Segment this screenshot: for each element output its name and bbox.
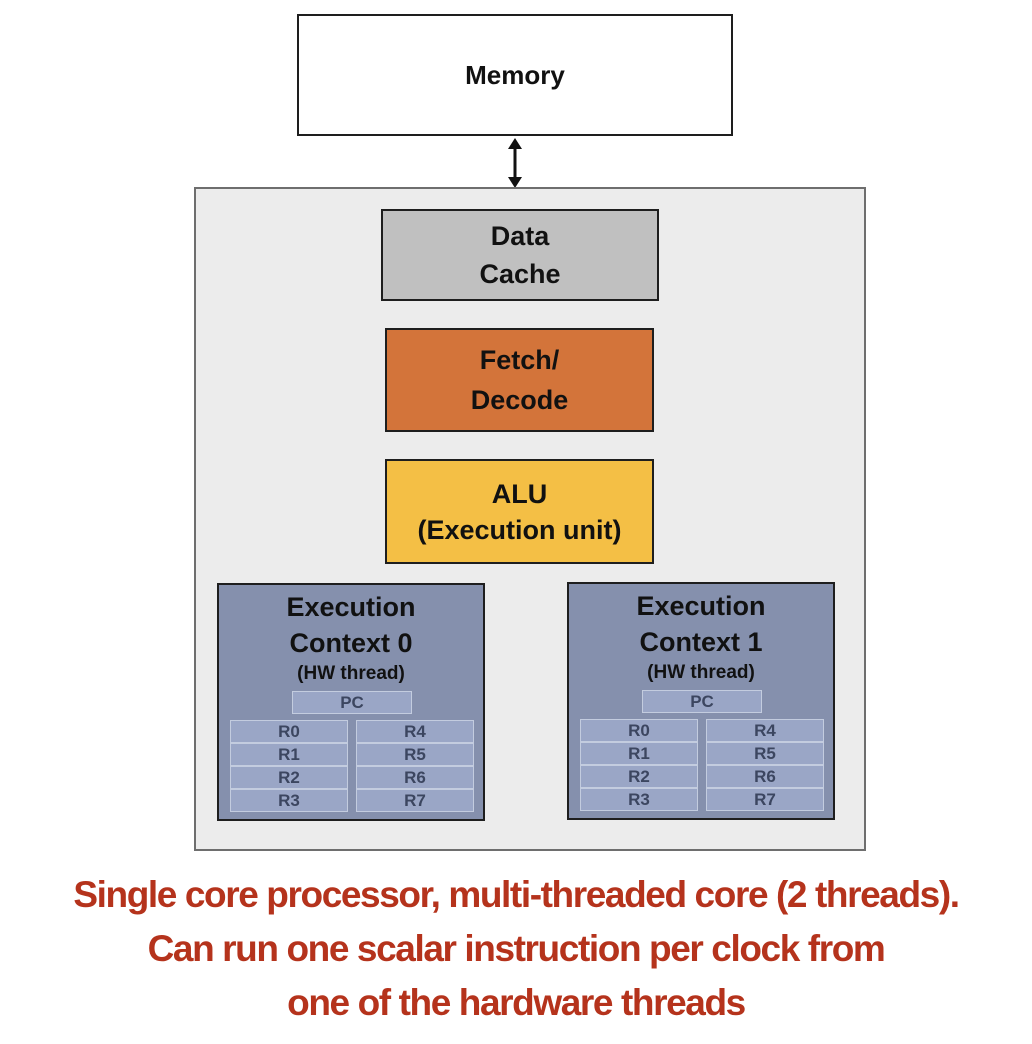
context-1-register-r6: R6 <box>706 765 824 788</box>
context-1-register-r1: R1 <box>580 742 698 765</box>
data-cache-label-2: Cache <box>479 259 561 289</box>
context-1-subtitle: (HW thread) <box>647 662 755 683</box>
fetch-decode-box: Fetch/ Decode <box>385 328 654 432</box>
execution-context-1: Execution Context 1 (HW thread) PC R0 R1… <box>567 582 835 820</box>
data-cache-label-1: Data <box>490 221 550 251</box>
context-1-register-r3: R3 <box>580 788 698 811</box>
context-0-register-r5: R5 <box>356 743 474 766</box>
alu-label-2: (Execution unit) <box>417 514 622 545</box>
context-0-register-r4: R4 <box>356 720 474 743</box>
caption: Single core processor, multi-threaded co… <box>0 868 1032 1030</box>
context-1-title-2: Context 1 <box>639 627 763 657</box>
memory-label: Memory <box>465 59 565 90</box>
data-cache-box: Data Cache <box>381 209 659 301</box>
context-0-pc-register: PC <box>292 691 412 714</box>
memory-core-arrow <box>508 138 522 188</box>
context-1-pc-register: PC <box>642 690 762 713</box>
context-0-register-r3: R3 <box>230 789 348 812</box>
context-0-title-2: Context 0 <box>289 628 413 658</box>
context-0-register-r0: R0 <box>230 720 348 743</box>
context-1-register-r7: R7 <box>706 788 824 811</box>
fetch-decode-label-1: Fetch/ <box>479 345 560 375</box>
alu-label-1: ALU <box>491 478 548 509</box>
caption-line-2: Can run one scalar instruction per clock… <box>147 928 886 969</box>
caption-line-3: one of the hardware threads <box>287 982 746 1023</box>
context-0-register-r6: R6 <box>356 766 474 789</box>
context-0-register-r7: R7 <box>356 789 474 812</box>
context-1-title-1: Execution <box>636 591 766 621</box>
context-1-register-r4: R4 <box>706 719 824 742</box>
context-0-title-1: Execution <box>286 592 416 622</box>
context-1-register-r2: R2 <box>580 765 698 788</box>
fetch-decode-label-2: Decode <box>470 385 569 415</box>
context-0-title: Execution Context 0 <box>219 589 483 661</box>
context-1-register-r0: R0 <box>580 719 698 742</box>
context-0-register-r1: R1 <box>230 743 348 766</box>
caption-line-1: Single core processor, multi-threaded co… <box>73 874 960 915</box>
alu-box: ALU (Execution unit) <box>385 459 654 564</box>
context-0-register-r2: R2 <box>230 766 348 789</box>
context-1-title: Execution Context 1 <box>569 588 833 660</box>
context-0-subtitle: (HW thread) <box>297 663 405 684</box>
memory-box: Memory <box>297 14 733 136</box>
context-1-register-r5: R5 <box>706 742 824 765</box>
execution-context-0: Execution Context 0 (HW thread) PC R0 R1… <box>217 583 485 821</box>
